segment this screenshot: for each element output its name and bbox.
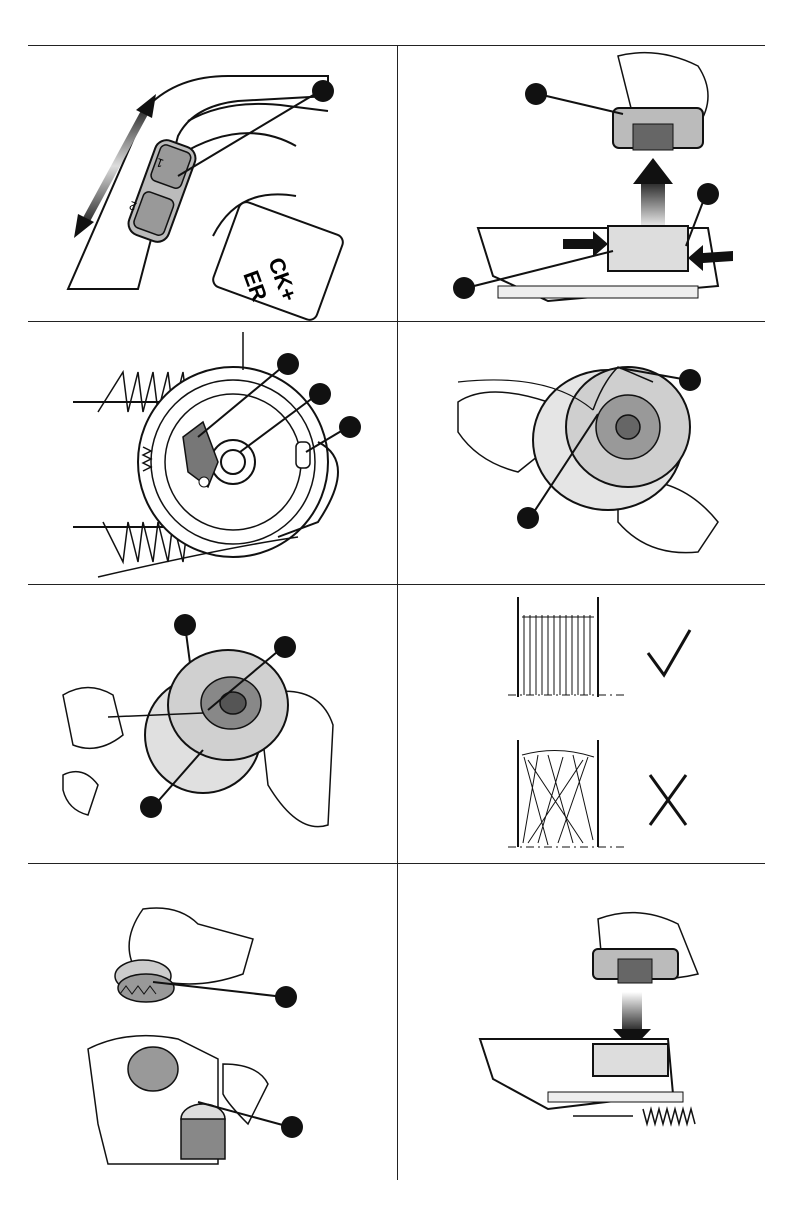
callout-marker (339, 416, 361, 438)
feed-line-illustration (28, 864, 396, 1180)
cap-install-illustration (398, 864, 765, 1180)
panel-remove-cap (398, 46, 765, 321)
panel-switch: 1 2 CK+ ER (28, 46, 396, 321)
uneven-winding-diagram (508, 740, 628, 847)
panel-winding-check (398, 585, 765, 863)
x-mark-icon (650, 775, 686, 825)
panel-spool-housing (28, 322, 396, 584)
panel-install-cap (398, 864, 765, 1180)
spool-housing-illustration (28, 322, 396, 584)
panel-spool-line (398, 322, 765, 584)
spool-line-illustration (398, 322, 765, 584)
even-winding-diagram (508, 597, 628, 697)
callout-marker (281, 1116, 303, 1138)
spool-threading-illustration (28, 585, 396, 863)
callout-marker (517, 507, 539, 529)
callout-marker (309, 383, 331, 405)
callout-marker (525, 83, 547, 105)
callout-marker (679, 369, 701, 391)
callout-marker (275, 986, 297, 1008)
callout-marker (312, 80, 334, 102)
switch-illustration: 1 2 CK+ ER (28, 46, 396, 321)
winding-illustration (398, 585, 765, 863)
arrow-up-icon (633, 158, 673, 184)
check-mark-icon (648, 630, 690, 675)
panel-feed-line (28, 864, 396, 1180)
cap-removal-illustration (398, 46, 765, 321)
callout-marker (140, 796, 162, 818)
callout-marker (697, 183, 719, 205)
callout-marker (274, 636, 296, 658)
callout-marker (174, 614, 196, 636)
callout-marker (277, 353, 299, 375)
callout-marker (453, 277, 475, 299)
panel-spool-threading (28, 585, 396, 863)
